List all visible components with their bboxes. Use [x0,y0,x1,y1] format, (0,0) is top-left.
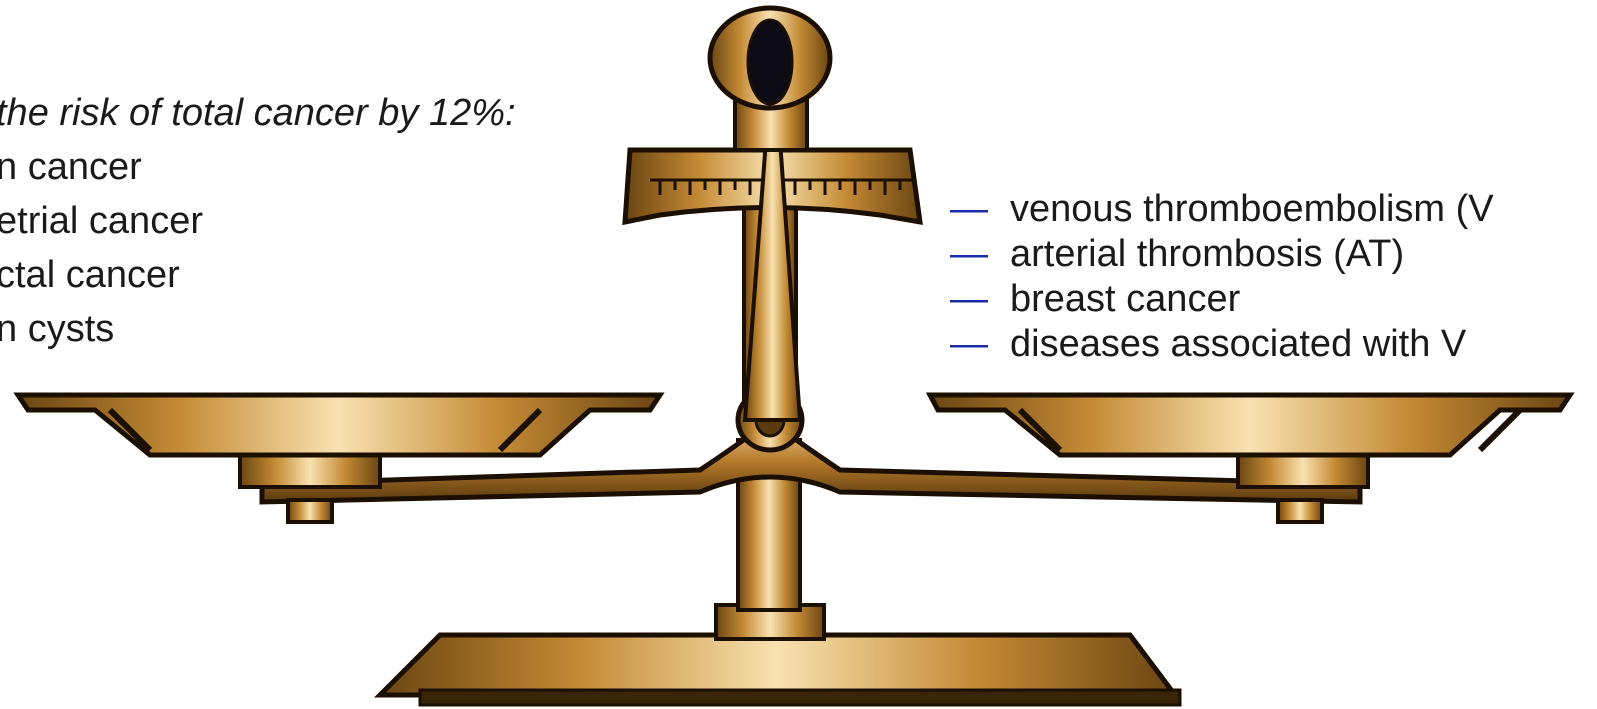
dash-bullet: — [950,187,988,232]
scale-base [380,605,1180,705]
benefits-heading: the risk of total cancer by 12%: [0,86,516,140]
risk-item: — venous thromboembolism (V [950,187,1494,232]
risk-label: venous thromboembolism (V [1010,187,1494,232]
scale-left-pan [18,395,660,522]
risk-item: — arterial thrombosis (AT) [950,232,1494,277]
dash-bullet: — [950,322,988,367]
benefit-item: n cancer [0,140,516,194]
risk-item: — breast cancer [950,277,1494,322]
scale-dial [625,140,920,420]
benefit-item: etrial cancer [0,194,516,248]
scale-knob [710,8,830,150]
scale-right-pan [930,395,1570,522]
risk-label: diseases associated with V [1010,322,1466,367]
benefit-item: n cysts [0,302,516,356]
benefits-block: the risk of total cancer by 12%: n cance… [0,86,516,356]
dash-bullet: — [950,232,988,277]
benefit-item: ctal cancer [0,248,516,302]
risks-list: — venous thromboembolism (V — arterial t… [950,187,1494,367]
risk-label: breast cancer [1010,277,1240,322]
risk-label: arterial thrombosis (AT) [1010,232,1404,277]
dash-bullet: — [950,277,988,322]
risk-item: — diseases associated with V [950,322,1494,367]
